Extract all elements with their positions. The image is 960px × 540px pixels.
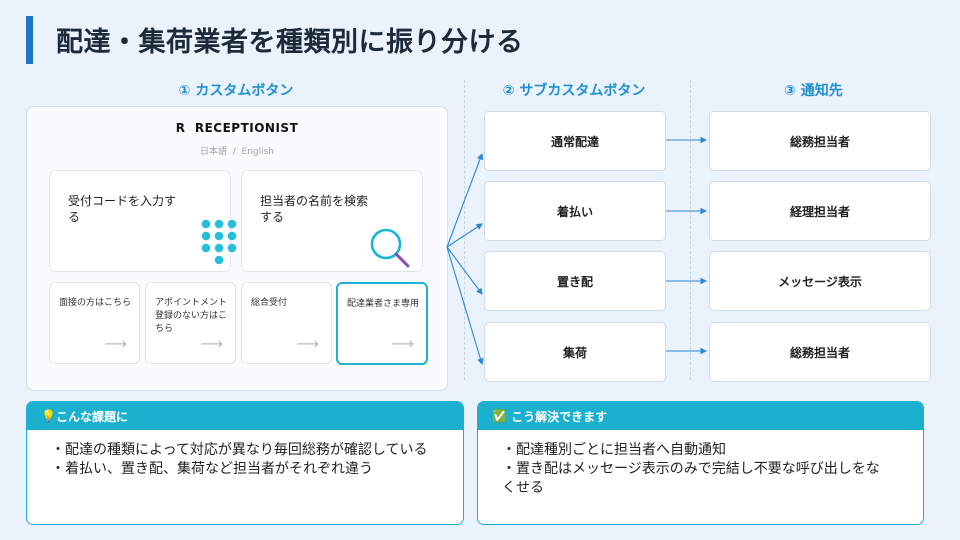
title-accent-bar: [26, 16, 33, 64]
solution-title: こう解決できます: [511, 409, 608, 424]
general-reception-button[interactable]: 総合受付 ⟶: [241, 282, 332, 364]
arrow-right-icon: ⟶: [391, 334, 414, 353]
problem-body: ・配達の種類によって対応が異なり毎回総務が確認している ・着払い、置き配、集荷な…: [27, 430, 463, 479]
general-reception-label: 総合受付: [251, 298, 288, 308]
column-heading-custom: ① カスタムボタン: [178, 83, 294, 99]
staff-search-label: 担当者の名前を検索する: [260, 194, 369, 224]
problem-line: ・着払い、置き配、集荷など担当者がそれぞれ違う: [51, 461, 373, 477]
column-heading-sub: ② サブカスタムボタン: [502, 83, 646, 99]
page-title: 配達・集荷業者を種類別に振り分ける: [56, 27, 524, 58]
sub-button-drop-off[interactable]: 置き配: [484, 251, 666, 311]
magnifier-icon: [370, 228, 410, 268]
notify-target-accounting: 経理担当者: [709, 181, 931, 241]
no-appointment-label: アポイントメント登録のない方はこちら: [155, 298, 228, 334]
sub-button-normal-delivery[interactable]: 通常配達: [484, 111, 666, 171]
interview-label: 面接の方はこちら: [59, 298, 132, 308]
arrow-right-icon: ⟶: [104, 334, 127, 353]
notify-target-general-affairs: 総務担当者: [709, 111, 931, 171]
arrow-right-icon: ⟶: [200, 334, 223, 353]
notify-target-message: メッセージ表示: [709, 251, 931, 311]
lang-en[interactable]: English: [241, 147, 275, 157]
solution-line: ・配達種別ごとに担当者へ自動通知: [502, 442, 726, 458]
lang-ja[interactable]: 日本語: [199, 147, 227, 157]
no-appointment-button[interactable]: アポイントメント登録のない方はこちら ⟶: [145, 282, 236, 364]
solution-line: ・置き配はメッセージ表示のみで完結し不要な呼び出しをなくせる: [502, 461, 880, 496]
brand-name: RECEPTIONIST: [194, 121, 299, 135]
sub-button-pickup[interactable]: 集荷: [484, 322, 666, 382]
lightbulb-icon: 💡: [41, 409, 56, 423]
interview-button[interactable]: 面接の方はこちら ⟶: [49, 282, 140, 364]
arrow-right-icon: ⟶: [296, 334, 319, 353]
problem-line: ・配達の種類によって対応が異なり毎回総務が確認している: [51, 442, 428, 458]
reception-code-button[interactable]: 受付コードを入力する: [49, 170, 237, 272]
connector-line: [446, 152, 484, 248]
language-switch: 日本語 / English: [27, 144, 447, 157]
delivery-only-button[interactable]: 配達業者さま専用 ⟶: [336, 282, 428, 365]
column-heading-notify: ③ 通知先: [784, 83, 843, 99]
lang-separator: /: [232, 147, 236, 157]
solution-header: ✅ こう解決できます: [478, 402, 923, 430]
check-icon: ✅: [492, 409, 507, 423]
problem-box: 💡 こんな課題に ・配達の種類によって対応が異なり毎回総務が確認している ・着払…: [26, 401, 464, 525]
brand-header: R RECEPTIONIST: [27, 121, 447, 135]
notify-target-general-affairs-2: 総務担当者: [709, 322, 931, 382]
keypad-icon: [201, 219, 237, 265]
delivery-only-label: 配達業者さま専用: [347, 299, 420, 309]
sub-button-cash-on-delivery[interactable]: 着払い: [484, 181, 666, 241]
reception-code-label: 受付コードを入力する: [68, 194, 177, 224]
solution-body: ・配達種別ごとに担当者へ自動通知 ・置き配はメッセージ表示のみで完結し不要な呼び…: [478, 430, 923, 498]
connector-line: [446, 246, 483, 295]
column-divider: [690, 80, 691, 380]
connector-line: [446, 246, 484, 366]
solution-box: ✅ こう解決できます ・配達種別ごとに担当者へ自動通知 ・置き配はメッセージ表示…: [477, 401, 924, 525]
brand-logo-mark: R: [175, 121, 186, 135]
connector-line: [446, 223, 483, 248]
staff-search-button[interactable]: 担当者の名前を検索する: [241, 170, 423, 272]
column-divider: [464, 80, 465, 380]
problem-header: 💡 こんな課題に: [27, 402, 463, 430]
problem-title: こんな課題に: [55, 409, 128, 424]
